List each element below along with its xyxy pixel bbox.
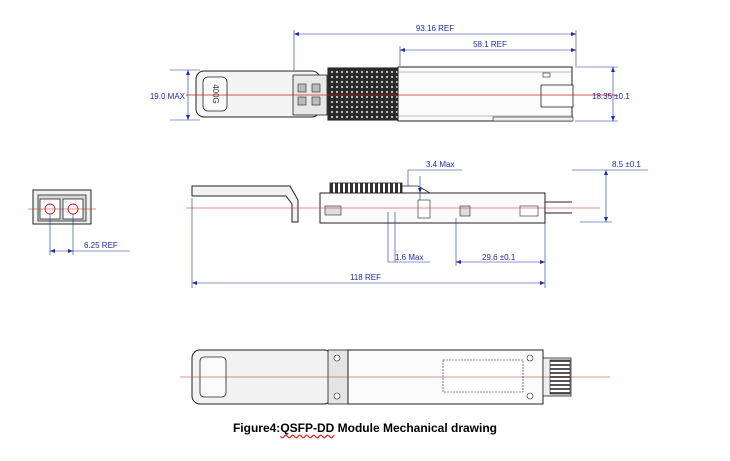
dim-side-height: 8.5 ±0.1 [612,160,641,169]
dim-connector-pitch: 6.25 REF [84,241,118,250]
dim-total-length: 118 REF [350,273,381,282]
caption-prefix: Figure4: [232,421,281,435]
heatsink-pattern [328,68,398,120]
dim-height-right: 18.35 ±0.1 [592,92,630,101]
pull-tab-label: 400G [211,84,220,104]
bottom-view [180,349,610,405]
top-view-dimensions: 93.16 REF 58.1 REF 19.0 MAX 18.35 ±0.1 [150,24,630,122]
dim-rear-length-top: 58.1 REF [473,40,507,49]
dim-latch-height: 3.4 Max [426,160,454,169]
side-view [186,182,600,224]
figure-caption: Figure4:QSFP-DD Module Mechanical drawin… [0,421,730,435]
caption-product: QSFP-DD [280,421,335,435]
top-view: 400G [186,66,616,122]
dim-height-left: 19.0 MAX [150,92,186,101]
dim-front-offset: 1.6 Max [395,253,423,262]
side-view-dimensions: 3.4 Max 8.5 ±0.1 1.6 Max 29.6 ±0.1 118 R… [191,160,648,288]
front-view: 6.25 REF [28,189,130,255]
dim-overall-length-top: 93.16 REF [416,24,454,33]
dim-side-segment: 29.6 ±0.1 [482,253,516,262]
caption-suffix: Module Mechanical drawing [334,421,498,435]
